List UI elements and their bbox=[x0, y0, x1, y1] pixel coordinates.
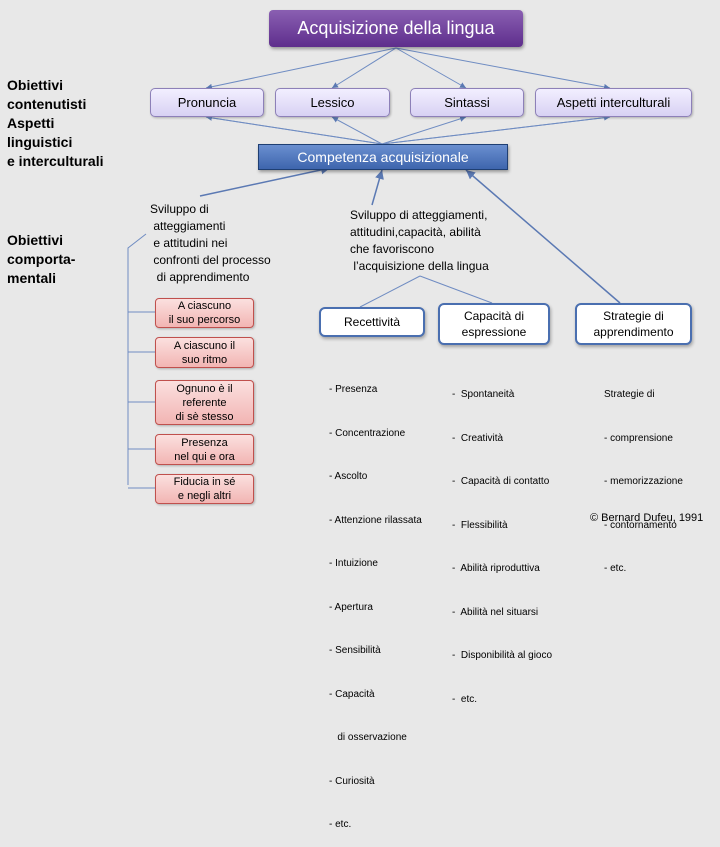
list-item: - contornamento bbox=[604, 519, 677, 531]
box-strategie-apprendimento: Strategie di apprendimento bbox=[575, 303, 692, 345]
list-strategie: Strategie di - comprensione - memorizzaz… bbox=[604, 359, 683, 591]
list-item: - comprensione bbox=[604, 432, 673, 444]
box-recettivita: Recettività bbox=[319, 307, 425, 337]
list-item: - Capacità di contatto bbox=[452, 476, 550, 487]
list-item: - Abilità riproduttiva bbox=[452, 563, 540, 574]
pill-sintassi: Sintassi bbox=[410, 88, 524, 117]
label-obiettivi-comportamentali: Obiettivi comporta- mentali bbox=[7, 232, 76, 286]
list-item: - Sensibilità bbox=[329, 645, 381, 656]
list-item: - Intuizione bbox=[329, 558, 378, 569]
list-item: - Spontaneità bbox=[452, 389, 515, 400]
list-recettivita: - Presenza - Concentrazione - Ascolto - … bbox=[329, 354, 422, 847]
copyright-credit: © Bernard Dufeu, 1991 bbox=[590, 512, 704, 524]
label-obiettivi-contenutisti: Obiettivi contenutisti Aspetti linguisti… bbox=[7, 77, 104, 169]
list-item: - Ascolto bbox=[329, 471, 368, 482]
list-item: - Disponibilità al gioco bbox=[452, 650, 553, 661]
pink-box-referente: Ognuno è il referente di sè stesso bbox=[155, 380, 254, 425]
list-capacita-espressione: - Spontaneità - Creatività - Capacità di… bbox=[452, 359, 552, 722]
sviluppo-left-text: Sviluppo di atteggiamenti e attitudini n… bbox=[150, 202, 271, 284]
box-capacita-espressione: Capacità di espressione bbox=[438, 303, 550, 345]
competenza-acquisizionale-box: Competenza acquisizionale bbox=[258, 144, 508, 170]
list-item: - Presenza bbox=[329, 384, 378, 395]
pink-box-ritmo: A ciascuno il suo ritmo bbox=[155, 337, 254, 368]
pill-aspetti-interculturali: Aspetti interculturali bbox=[535, 88, 692, 117]
pink-box-percorso: A ciascuno il suo percorso bbox=[155, 298, 254, 328]
list-item: - Capacità bbox=[329, 688, 375, 700]
list-item: - Attenzione rilassata bbox=[329, 514, 422, 526]
diagram-title: Acquisizione della lingua bbox=[269, 10, 523, 47]
pink-box-fiducia: Fiducia in sé e negli altri bbox=[155, 474, 254, 504]
list-item: - Creatività bbox=[452, 432, 504, 444]
list-item: - Apertura bbox=[329, 601, 373, 613]
list-item: Strategie di bbox=[604, 389, 655, 400]
list-item: - etc. bbox=[329, 819, 352, 830]
list-item: - memorizzazione bbox=[604, 476, 683, 487]
list-item: - Curiosità bbox=[329, 775, 375, 787]
sviluppo-center-text: Sviluppo di atteggiamenti, attitudini,ca… bbox=[350, 208, 489, 273]
pink-box-presenza: Presenza nel qui e ora bbox=[155, 434, 254, 465]
list-item: - etc. bbox=[604, 563, 627, 574]
list-item: di osservazione bbox=[329, 732, 407, 743]
pill-pronuncia: Pronuncia bbox=[150, 88, 264, 117]
list-item: - Abilità nel situarsi bbox=[452, 606, 539, 618]
pill-lessico: Lessico bbox=[275, 88, 390, 117]
list-item: - Flessibilità bbox=[452, 519, 508, 531]
list-item: - etc. bbox=[452, 693, 478, 705]
list-item: - Concentrazione bbox=[329, 427, 406, 439]
